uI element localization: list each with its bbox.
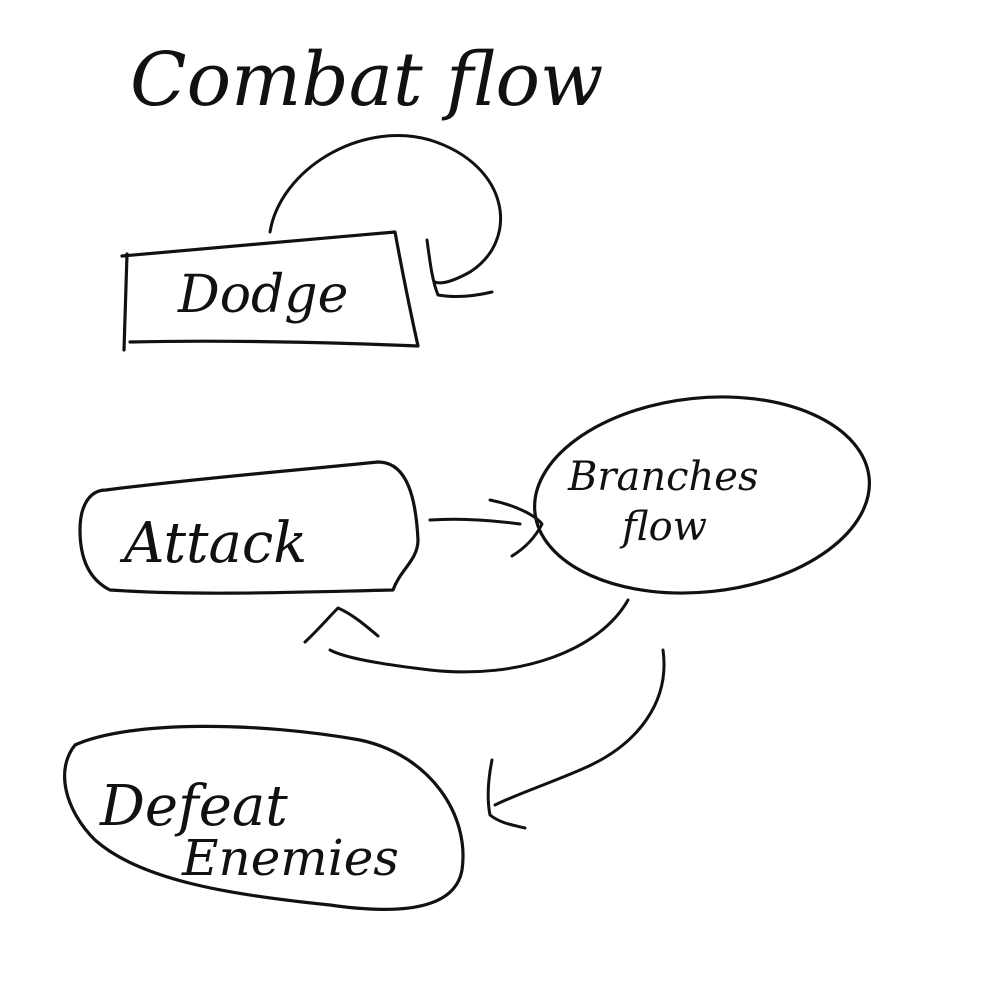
branches-label-line1: Branches bbox=[567, 454, 759, 500]
dodge-box-outline bbox=[120, 230, 420, 352]
node-attack: Attack bbox=[78, 460, 420, 595]
branches-ellipse bbox=[533, 395, 871, 595]
dodge-loop-curve bbox=[268, 134, 503, 285]
attack-label: Attack bbox=[119, 511, 307, 576]
node-branches: Branches flow bbox=[533, 395, 871, 595]
defeat-label-line2: Enemies bbox=[181, 829, 399, 887]
branches-label-line2: flow bbox=[619, 504, 707, 550]
defeat-ellipse bbox=[63, 724, 465, 911]
edge-branches-to-defeat bbox=[486, 648, 666, 830]
branches-attack-arrowhead bbox=[303, 606, 380, 644]
dodge-label: Dodge bbox=[177, 265, 348, 325]
branches-attack-curve bbox=[328, 598, 630, 674]
dodge-loop-arrowhead bbox=[425, 238, 494, 298]
attack-branches-line bbox=[428, 517, 522, 526]
edge-dodge-self-loop bbox=[268, 134, 503, 298]
branches-defeat-curve bbox=[493, 648, 666, 807]
defeat-label-line1: Defeat bbox=[99, 774, 288, 839]
branches-defeat-arrowhead bbox=[486, 758, 527, 830]
node-defeat: Defeat Enemies bbox=[63, 724, 465, 911]
edge-attack-to-branches bbox=[428, 498, 544, 558]
attack-box-outline bbox=[78, 460, 420, 595]
diagram-title: Combat flow bbox=[130, 37, 603, 123]
attack-branches-arrowhead bbox=[488, 498, 544, 558]
edge-branches-to-attack bbox=[303, 598, 630, 674]
node-dodge: Dodge bbox=[120, 230, 420, 352]
